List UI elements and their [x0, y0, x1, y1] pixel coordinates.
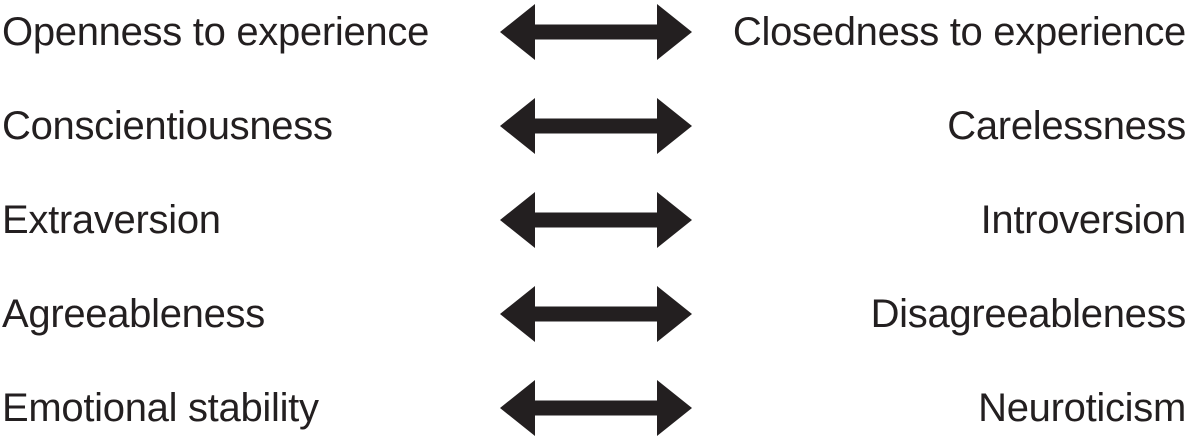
trait-label-right: Neuroticism: [978, 386, 1186, 430]
double-arrow-icon: [500, 378, 692, 438]
trait-row-emotional-stability: Emotional stability Neuroticism: [0, 378, 1192, 438]
double-arrow-icon: [500, 96, 692, 156]
trait-row-agreeableness: Agreeableness Disagreeableness: [0, 284, 1192, 344]
trait-label-right: Closedness to experience: [732, 10, 1186, 54]
trait-label-left: Agreeableness: [2, 292, 265, 336]
trait-row-extraversion: Extraversion Introversion: [0, 190, 1192, 250]
trait-label-left: Extraversion: [2, 198, 221, 242]
trait-label-right: Introversion: [980, 198, 1187, 242]
trait-row-conscientiousness: Conscientiousness Carelessness: [0, 96, 1192, 156]
double-arrow-icon: [500, 2, 692, 62]
trait-row-openness: Openness to experience Closedness to exp…: [0, 2, 1192, 62]
double-arrow-icon: [500, 284, 692, 344]
trait-label-left: Openness to experience: [2, 10, 430, 54]
trait-label-right: Carelessness: [947, 104, 1186, 148]
trait-label-right: Disagreeableness: [870, 292, 1187, 336]
trait-label-left: Emotional stability: [2, 386, 319, 430]
trait-label-left: Conscientiousness: [2, 104, 333, 148]
double-arrow-icon: [500, 190, 692, 250]
